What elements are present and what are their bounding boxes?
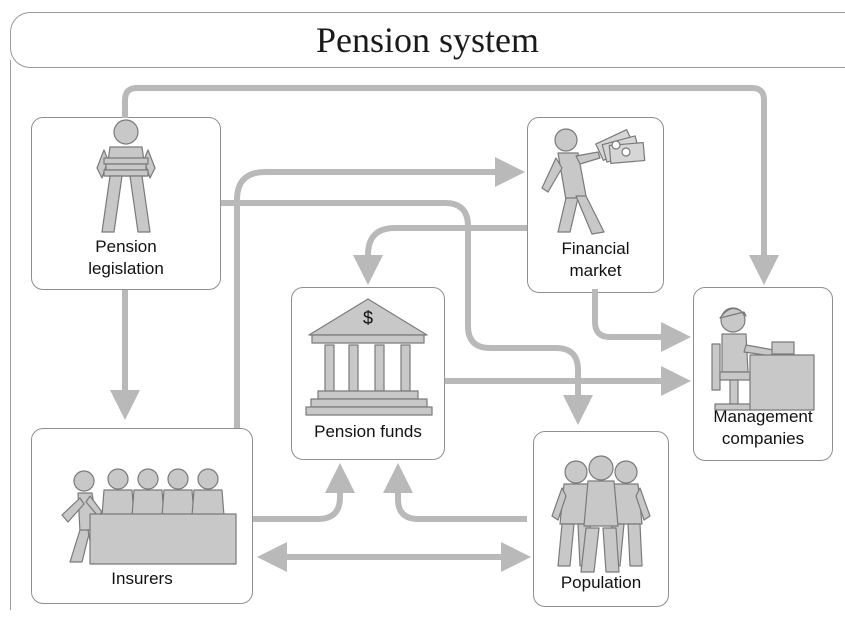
- arrow-insurers-to-pension-funds: [253, 463, 355, 522]
- diagram-title: Pension system: [315, 20, 539, 60]
- financial-market-label: Financial market: [561, 239, 630, 280]
- population-group-icon: [551, 455, 651, 573]
- bank-dollar-symbol: $: [363, 308, 373, 328]
- financial-market-person-icon: [541, 128, 605, 235]
- arrow-population-to-pension-funds: [383, 463, 527, 522]
- money-bills-icon: [595, 129, 646, 165]
- bank-building-icon: [305, 298, 433, 416]
- management-person-icon: [711, 307, 815, 411]
- arrow-financial-market-to-pension-funds: [353, 225, 527, 285]
- insurers-group-icon: [61, 468, 237, 565]
- frame-left-rule: [10, 60, 11, 610]
- node-financial-market: Financial market: [527, 117, 664, 293]
- arrow-financial-market-to-management: [592, 289, 691, 352]
- title-banner: [10, 12, 845, 68]
- node-pension-legislation: Pension legislation: [31, 117, 221, 290]
- management-companies-label: Management companies: [713, 407, 813, 448]
- legislation-person-icon: [96, 119, 156, 233]
- population-label: Population: [560, 573, 642, 592]
- arrow-insurers-to-financial-market: [234, 157, 525, 428]
- insurers-label: Insurers: [111, 569, 173, 588]
- pension-legislation-label: Pension legislation: [88, 237, 164, 278]
- pension-funds-label: Pension funds: [314, 422, 422, 441]
- arrow-legislation-to-population: [221, 200, 593, 425]
- arrow-legislation-to-management: [122, 85, 779, 285]
